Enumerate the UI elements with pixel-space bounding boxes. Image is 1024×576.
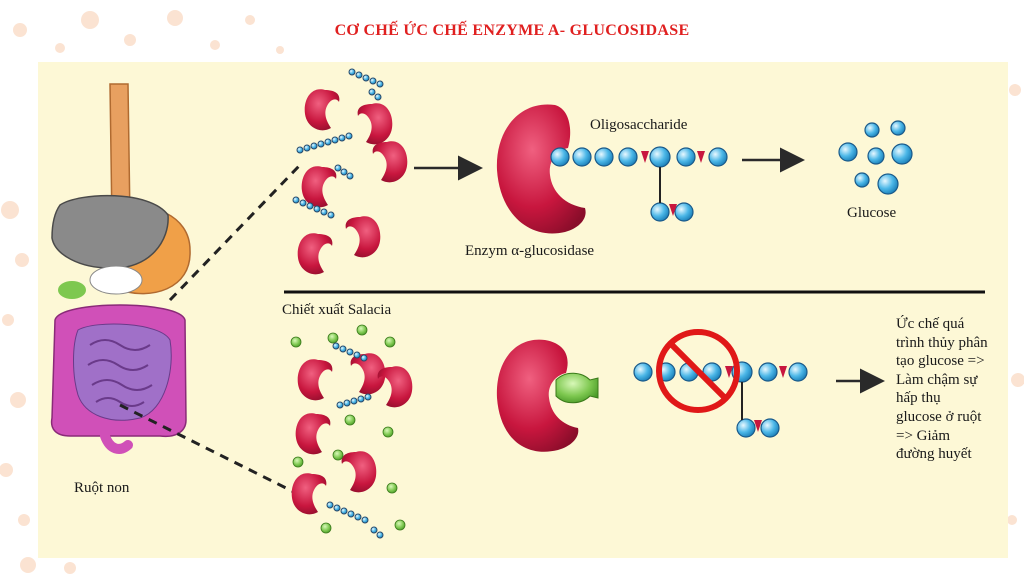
glucose-molecules	[838, 120, 913, 195]
conclusion-line: trình thủy phân	[896, 334, 988, 351]
conclusion-line: hấp thụ	[896, 390, 941, 407]
conclusion-line: đường huyết	[896, 446, 972, 463]
zoom-lines	[119, 163, 302, 497]
salacia-label: Chiết xuất Salacia	[282, 302, 392, 318]
stop-sign-icon	[656, 329, 740, 413]
conclusion-line: tạo glucose =>	[896, 353, 985, 370]
digestive-system-illustration	[50, 83, 191, 454]
conclusion-line: glucose ở ruột	[896, 408, 982, 425]
enzyme-with-substrate	[496, 104, 728, 234]
conclusion-line: Ức chế quá	[896, 316, 965, 332]
enzyme-label: Enzym α-glucosidase	[465, 243, 595, 259]
conclusion-line: => Giảm	[896, 427, 950, 444]
oligosaccharide-label: Oligosaccharide	[590, 117, 688, 133]
enzyme-cluster-top	[292, 68, 408, 275]
glucose-label: Glucose	[847, 205, 897, 221]
conclusion-text: Ức chế quá trình thủy phân tạo glucose =…	[896, 315, 1008, 464]
conclusion-line: Làm chậm sự	[896, 371, 978, 388]
enzyme-blocked-by-inhibitor	[496, 339, 599, 452]
blocked-substrate-chain	[633, 329, 808, 438]
enzyme-inhibitor-cluster	[290, 324, 413, 539]
page-title: CƠ CHẾ ỨC CHẾ ENZYME A- GLUCOSIDASE	[334, 22, 690, 39]
small-intestine-label: Ruột non	[74, 480, 130, 496]
